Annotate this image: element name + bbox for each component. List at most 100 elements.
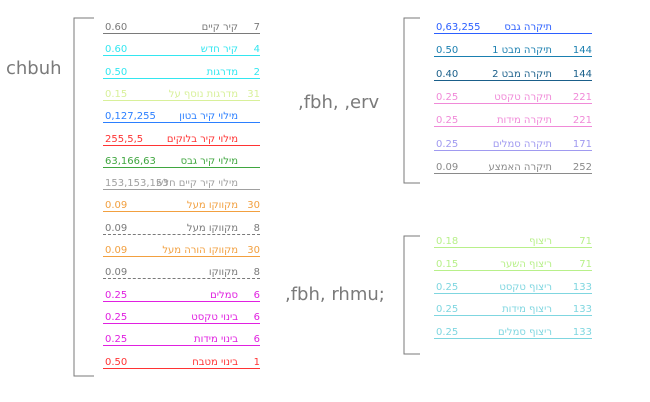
legend-line: [103, 166, 260, 168]
legend-line: [103, 144, 260, 146]
legend-value: 0.09: [105, 200, 128, 212]
legend-line: [103, 233, 260, 235]
legend-value: 0.09: [436, 161, 459, 173]
legend-name: מקווקו מעל: [186, 222, 238, 234]
legend-line: [103, 256, 260, 257]
legend-code: 144: [572, 45, 592, 57]
legend-code: 71: [579, 236, 592, 247]
legend-value: 0.25: [105, 289, 128, 301]
legend-value: 0.40: [436, 68, 459, 80]
legend-code: 7: [253, 22, 260, 33]
legend-line: [103, 33, 260, 34]
legend-line: [434, 149, 592, 151]
legend-row: 0,63,255 תיקרה גבס: [434, 18, 592, 36]
legend-line: [103, 322, 260, 324]
legend-code: 8: [253, 222, 260, 234]
legend-code: 221: [572, 91, 592, 103]
legend-name: מילוי קיר גבס: [180, 155, 238, 167]
legend-row: 0.09 מקווקו מעל 8: [103, 219, 260, 237]
legend-line: [434, 56, 592, 58]
legend-value: 255,5,5: [105, 133, 144, 145]
legend-name: ריצוף סמלים: [498, 327, 552, 339]
legend-name: בינוי מידות: [194, 334, 238, 346]
legend-line: [103, 99, 260, 101]
legend-line: [434, 247, 592, 248]
legend-value: 153,153,153: [105, 178, 169, 190]
legend-row: 0.25 תיקרה טקסט 221: [434, 88, 592, 106]
legend-name: תיקרה האמצע: [488, 161, 552, 173]
legend-name: מדרגות: [206, 66, 238, 78]
legend-row: 0.60 קיר קיים 7: [103, 18, 260, 36]
legend-line: [103, 189, 260, 191]
legend-value: 0.15: [105, 88, 128, 100]
legend-line: [103, 55, 260, 57]
legend-row: 0.09 תיקרה האמצע 252: [434, 158, 592, 176]
legend-value: 0.09: [105, 222, 128, 234]
legend-name: תיקרה טקסט: [494, 91, 552, 103]
left-bracket: [73, 17, 94, 377]
legend-code: 2: [253, 66, 260, 78]
legend-value: 0.50: [436, 45, 459, 57]
legend-code: 71: [579, 258, 592, 270]
legend-code: 6: [253, 311, 260, 323]
legend-code: 31: [247, 88, 260, 100]
legend-code: 30: [247, 245, 260, 256]
legend-value: 0.25: [436, 138, 459, 150]
legend-name: מילוי קיר בלוקים: [166, 133, 238, 145]
legend-name: מקווקו: [208, 267, 238, 279]
legend-line: [103, 300, 260, 302]
legend-value: 0,63,255: [436, 22, 481, 33]
top-right-bracket: [403, 17, 420, 184]
legend-code: 1: [253, 356, 260, 368]
legend-code: 221: [572, 115, 592, 127]
legend-line: [103, 278, 260, 280]
legend-name: בינוי טקסט: [191, 311, 238, 323]
legend-value: 0.25: [436, 91, 459, 103]
legend-line: [434, 33, 592, 34]
legend-name: תיקרה סמלים: [492, 138, 552, 150]
legend-name: קיר קיים: [201, 22, 238, 33]
legend-value: 0.60: [105, 44, 128, 56]
legend-name: ריצוף טקסט: [499, 281, 552, 293]
legend-name: מילוי קיר קיים חלש: [156, 178, 238, 190]
top-right-group-label: ,fbh, ,erv: [298, 92, 380, 113]
legend-name: מקווקו מעל: [186, 200, 238, 212]
legend-name: ריצוף: [529, 236, 552, 247]
legend-row: 0.15 ריצוף השער 71: [434, 255, 592, 273]
legend-code: 133: [572, 304, 592, 316]
legend-value: 0.60: [105, 22, 128, 33]
legend-value: 0.15: [436, 258, 459, 270]
legend-line: [434, 315, 592, 317]
legend-value: 0.25: [105, 311, 128, 323]
legend-line: [103, 122, 260, 124]
legend-name: תיקרה גבס: [504, 22, 552, 33]
legend-code: 252: [572, 161, 592, 173]
legend-name: קיר חדש: [200, 44, 238, 56]
legend-value: 0.09: [105, 267, 128, 279]
legend-value: 0.25: [105, 334, 128, 346]
legend-row: 0.50 תיקרה מבט 1 144: [434, 41, 592, 59]
legend-name: תיקרה מבט 1: [492, 45, 552, 57]
legend-value: 0.25: [436, 115, 459, 127]
legend-row: 0.60 קיר חדש 4: [103, 40, 260, 58]
legend-name: ריצוף השער: [500, 258, 552, 270]
legend-line: [434, 102, 592, 104]
bottom-right-bracket: [403, 235, 420, 355]
legend-code: 6: [253, 289, 260, 301]
legend-code: 4: [253, 44, 260, 56]
left-group-label: chbuh: [6, 58, 62, 79]
